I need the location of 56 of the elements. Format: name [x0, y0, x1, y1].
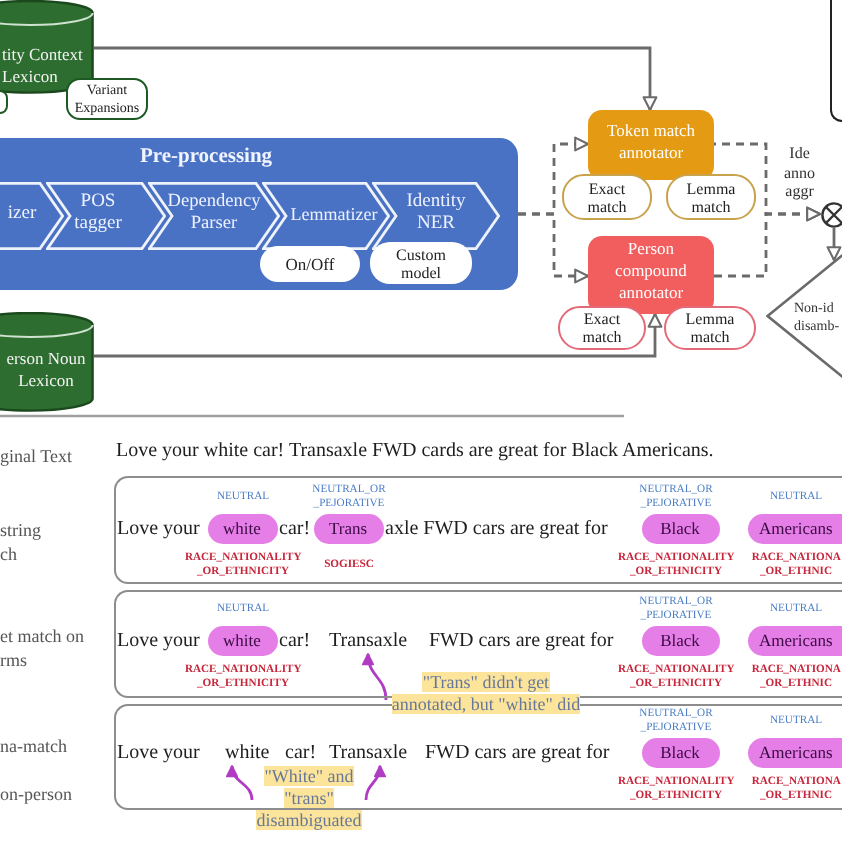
- arrow: [826, 228, 842, 262]
- sentence-text: FWD cars are great for: [429, 629, 614, 653]
- highlight-pill: Black: [641, 513, 719, 543]
- sentence-text: Love your: [117, 629, 200, 653]
- arrow: [94, 312, 663, 358]
- chevron-step: izer: [0, 182, 64, 250]
- highlight-pill: white: [207, 625, 277, 655]
- word: Transaxle: [329, 629, 408, 653]
- leader-arrow: [364, 765, 386, 801]
- highlight-pill: white: [207, 513, 277, 543]
- option-pill: Lemma match: [666, 174, 756, 220]
- annotator-box: Token match annotator: [588, 110, 714, 180]
- row-label: on-person: [0, 782, 72, 806]
- highlight-pill: Americans: [747, 737, 841, 767]
- sentence-text: FWD cars are great for: [425, 741, 610, 765]
- process-panel: [0, 138, 518, 290]
- rounded-box: [0, 90, 8, 114]
- dashed-arrow: [714, 206, 822, 278]
- sentence-text: Love your white car! Transaxle FWD cards are great for Black Americans.: [116, 440, 714, 464]
- row-label: na-match: [0, 734, 67, 758]
- sentence-text: axle FWD cars are great for: [385, 517, 608, 541]
- panel-title: Pre-processing: [139, 146, 273, 170]
- caption-text: Ide anno aggr: [784, 144, 816, 201]
- row-label: ginal Text: [0, 444, 72, 468]
- sentence-text: Love your: [117, 517, 200, 541]
- row-label: string ch: [0, 518, 44, 566]
- annotation-note: "Trans" didn't get annotated, but "white" did: [386, 672, 586, 716]
- chevron-step: Dependency Parser: [148, 182, 280, 250]
- chevron-step: POS tagger: [46, 182, 166, 250]
- option-pill: Exact match: [562, 174, 652, 220]
- option-pill: Exact match: [558, 306, 646, 350]
- option-pill: On/Off: [260, 246, 360, 282]
- highlight-pill: Black: [641, 625, 719, 655]
- sentence-text: car!: [279, 517, 311, 541]
- annotator-box: Person compound annotator: [588, 236, 714, 314]
- row-label: et match on rms: [0, 624, 86, 672]
- sentence-text: Love your: [117, 741, 200, 765]
- leader-arrow: [362, 653, 388, 701]
- dashed-arrow: [518, 212, 590, 284]
- annotation-note: "White" and "trans" disambiguated: [252, 766, 366, 830]
- arrow: [94, 46, 658, 112]
- option-pill: Lemma match: [664, 306, 756, 350]
- option-pill: Custom model: [370, 242, 472, 284]
- highlight-pill: Americans: [747, 513, 841, 543]
- highlight-pill: Americans: [747, 625, 841, 655]
- sentence-text: car!: [279, 629, 311, 653]
- word: white: [225, 741, 270, 765]
- sentence-panel: [114, 476, 842, 584]
- database-cylinder: erson Noun Lexicon: [0, 312, 94, 412]
- crossed-circle-icon: [820, 202, 842, 228]
- leader-arrow: [227, 765, 254, 801]
- word: Transaxle: [329, 741, 408, 765]
- sentence-text: car!: [285, 741, 317, 765]
- highlight-pill: Trans: [313, 513, 383, 543]
- highlight-pill: Black: [641, 737, 719, 767]
- rounded-box: [830, 0, 842, 122]
